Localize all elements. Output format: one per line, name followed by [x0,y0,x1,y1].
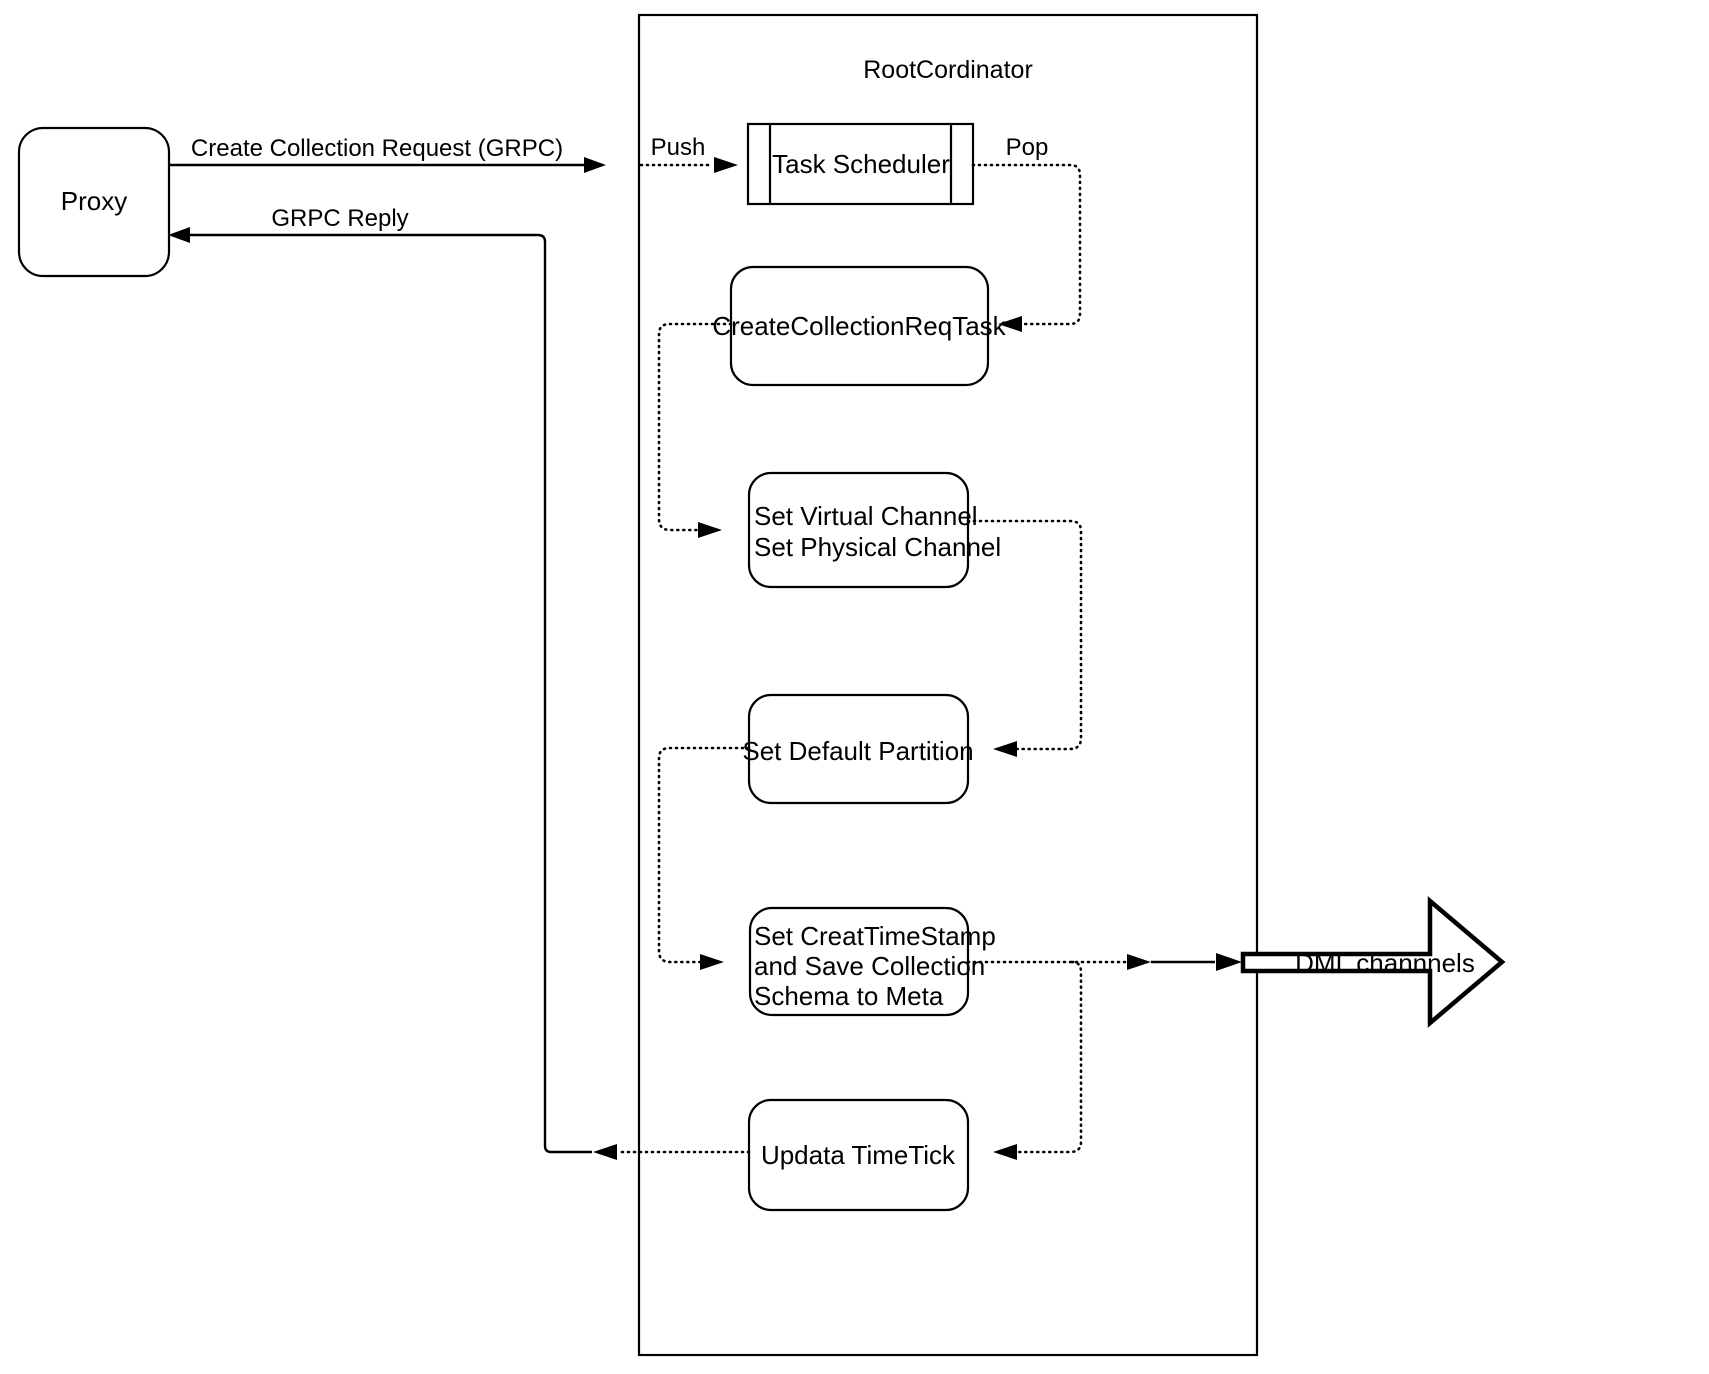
edge-creat-timestamp-to-updata-timetick [1015,960,1083,1154]
set-channels-label-line1: Set Virtual Channel [754,501,978,531]
set-channels-label-line2: Set Physical Channel [754,532,1001,562]
edge-label-create-collection-request: Create Collection Request (GRPC) [191,135,563,162]
create-collection-req-task-node[interactable] [729,265,990,387]
edge-grpc-reply [190,233,592,1154]
edge-pop [971,163,1082,326]
updata-timetick-node[interactable] [747,1098,970,1212]
updata-timetick-label: Updata TimeTick [761,1140,956,1170]
arrowhead-task-to-set-channels [698,522,722,538]
arrowhead-grpc-reply [168,227,190,243]
edge-task-to-set-channels [657,322,733,532]
edge-label-push: Push [651,134,706,161]
set-creat-timestamp-label-line2: and Save Collection [754,951,985,981]
arrowhead-push [714,157,738,173]
rootcordinator-title: RootCordinator [863,56,1033,84]
edge-default-partition-to-creat-timestamp [657,746,751,964]
dml-channels-arrow-shape[interactable] [1240,896,1506,1028]
arrowhead-create-collection-request [584,157,606,173]
create-collection-req-task-label: CreateCollectionReqTask [712,311,1006,341]
arrowhead-creat-timestamp-to-dml-junction [1127,954,1151,970]
dml-channels-label: DML channnels [1295,948,1475,978]
arrowhead-set-channels-to-default-partition [993,741,1017,757]
set-creat-timestamp-label-line1: Set CreatTimeStamp [754,921,996,951]
task-scheduler-label: Task Scheduler [772,149,950,179]
arrowhead-default-partition-to-creat-timestamp [700,954,724,970]
edge-label-grpc-reply: GRPC Reply [271,205,408,232]
set-creat-timestamp-label-line3: Schema to Meta [754,981,944,1011]
proxy-node[interactable] [17,126,171,278]
set-default-partition-label: Set Default Partition [742,736,973,766]
edge-set-channels-to-default-partition [966,519,1083,751]
set-channels-node[interactable] [747,471,970,589]
edge-label-pop: Pop [1006,134,1049,161]
arrowhead-creat-timestamp-to-updata-timetick [993,1144,1017,1160]
arrowhead-dml-channels [1216,953,1242,971]
arrowhead-updata-timetick-to-reply [593,1144,617,1160]
proxy-node-label: Proxy [61,186,127,216]
arrowhead-pop [998,316,1022,332]
